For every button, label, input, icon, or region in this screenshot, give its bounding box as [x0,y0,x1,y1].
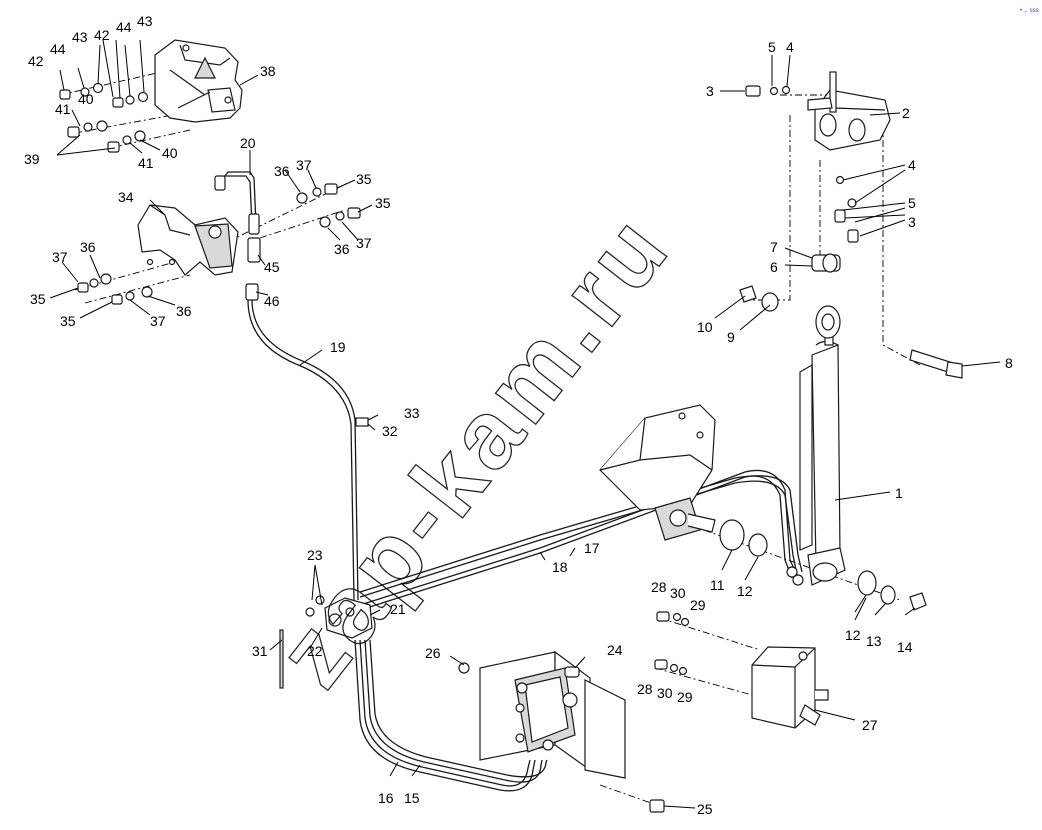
callout-36: 36 [80,239,96,255]
callout-14: 14 [897,639,913,655]
callout-24: 24 [607,642,623,658]
callout-37: 37 [296,157,312,173]
callout-43: 43 [72,29,88,45]
callout-4: 4 [786,39,794,55]
pipes-15-16 [354,639,548,792]
hose-19 [247,299,379,601]
callout-34: 34 [118,189,134,205]
callout-39: 39 [24,151,40,167]
callout-8: 8 [1005,355,1013,371]
callout-36: 36 [334,241,350,257]
callout-11: 11 [710,577,725,593]
callout-30: 30 [657,685,673,701]
callout-12: 12 [737,583,753,599]
callout-19: 19 [330,339,346,355]
callout-44: 44 [116,19,132,35]
callout-22: 22 [307,643,323,659]
callout-23: 23 [307,547,323,563]
callout-16: 16 [378,790,394,806]
callout-41: 41 [138,155,154,171]
callout-25: 25 [697,801,713,817]
callout-28: 28 [637,681,653,697]
callout-29: 29 [677,689,693,705]
callout-40: 40 [162,145,178,161]
callout-13: 13 [866,633,882,649]
callout-27: 27 [862,717,878,733]
callout-42: 42 [94,27,110,43]
callout-7: 7 [770,239,778,255]
callout-32: 32 [382,423,398,439]
callout-6: 6 [770,259,778,275]
callout-35: 35 [30,291,46,307]
pipes-17-18 [359,469,803,611]
callout-10: 10 [697,319,713,335]
callout-5: 5 [768,39,776,55]
callout-37: 37 [356,235,372,251]
upper-mount-bracket [739,71,963,379]
callout-5: 5 [908,195,916,211]
callout-36: 36 [274,163,290,179]
callout-33: 33 [404,405,420,421]
callout-3: 3 [908,214,916,230]
callout-42: 42 [28,53,44,69]
callout-30: 30 [670,585,686,601]
callout-26: 26 [425,645,441,661]
lift-cylinder [786,305,846,586]
frame-bracket [599,404,927,611]
callout-43: 43 [137,13,153,29]
callout-3: 3 [706,83,714,99]
callout-45: 45 [264,259,280,275]
callout-28: 28 [651,579,667,595]
callout-35: 35 [356,171,372,187]
callout-labels: 1 2 3 3 4 4 5 5 6 7 8 9 10 11 12 12 13 1… [24,13,1013,817]
callout-35: 35 [375,195,391,211]
callout-18: 18 [552,559,568,575]
callout-38: 38 [260,63,276,79]
callout-36: 36 [176,303,192,319]
callout-40: 40 [78,91,94,107]
pump-tank-assembly [458,650,665,813]
mounting-plate-assembly [77,183,361,305]
callout-41: 41 [55,101,71,117]
corner-mark: •→ sss [1020,8,1039,14]
callout-9: 9 [727,329,735,345]
upper-bracket-assembly [59,39,243,153]
callout-31: 31 [252,643,268,659]
callout-4: 4 [908,157,916,173]
distributor-valve [279,595,373,689]
callout-12: 12 [845,627,861,643]
valve-box-27 [654,611,829,729]
callout-leaders [49,39,1001,809]
callout-37: 37 [150,313,166,329]
callout-29: 29 [690,597,706,613]
callout-46: 46 [264,293,280,309]
callout-20: 20 [240,135,256,151]
callout-35: 35 [60,313,76,329]
callout-15: 15 [404,790,420,806]
callout-1: 1 [895,485,903,501]
callout-2: 2 [902,105,910,121]
callout-37: 37 [52,249,68,265]
callout-44: 44 [50,41,66,57]
callout-17: 17 [584,540,600,556]
callout-21: 21 [390,601,406,617]
